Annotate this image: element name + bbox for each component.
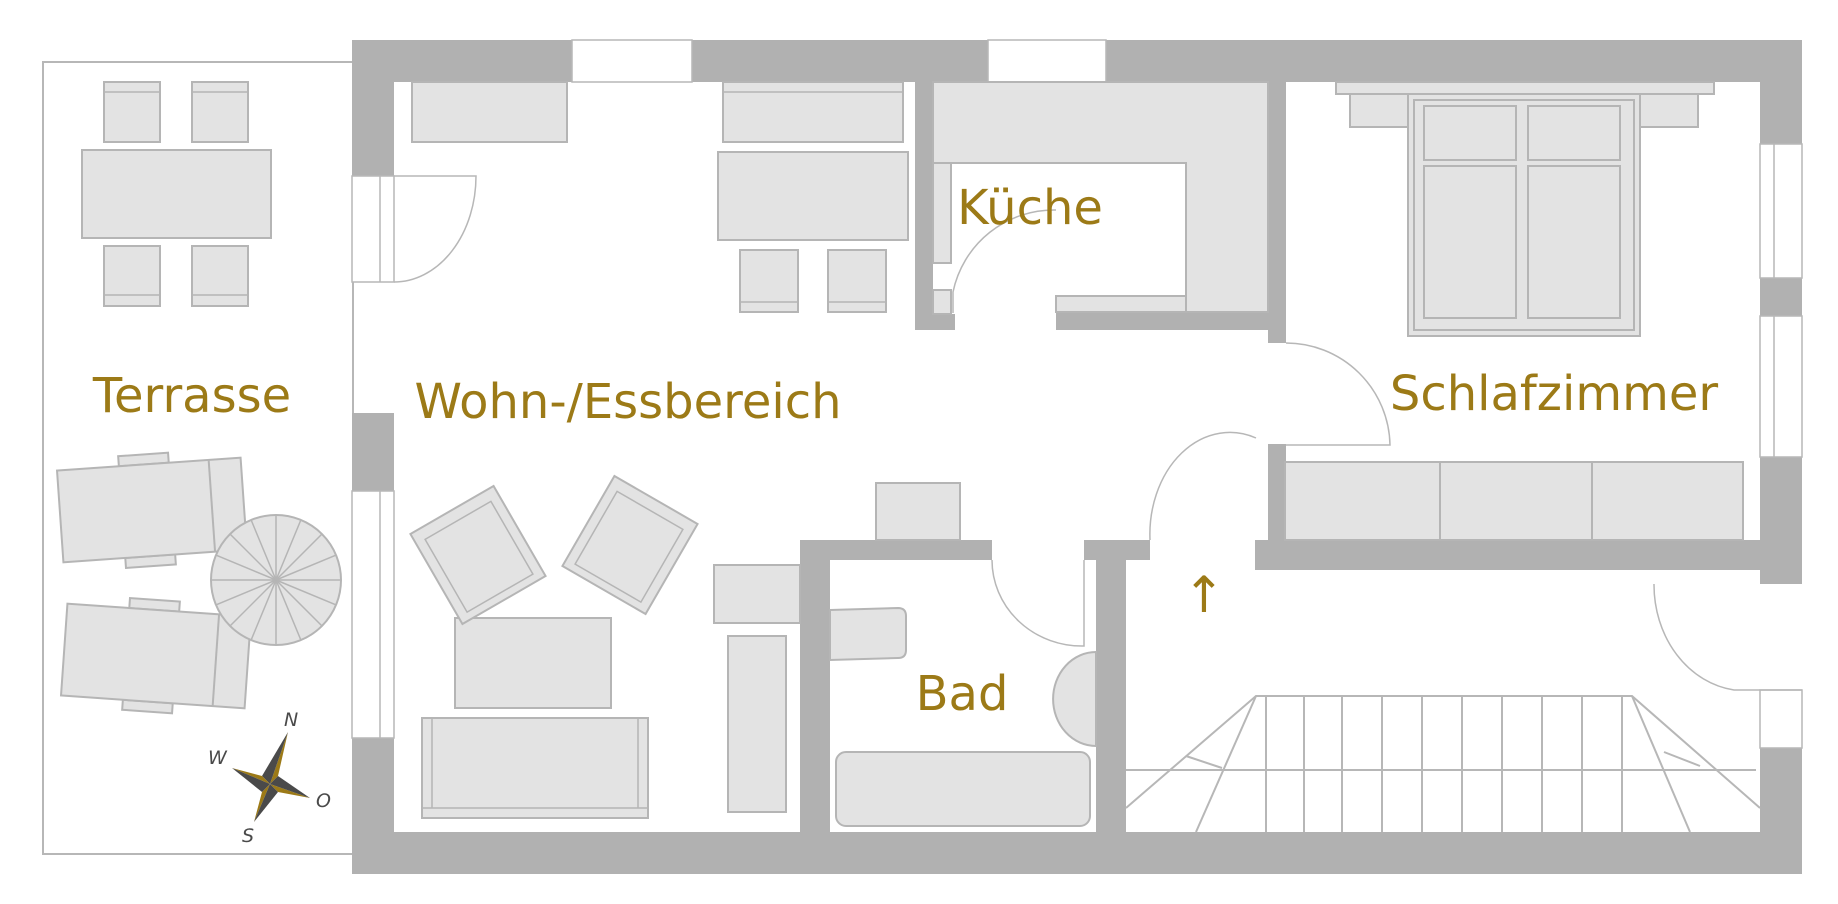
spiral-step-line (275, 533, 323, 581)
bathroom-hall-door-swing (1149, 431, 1257, 541)
bathroom-door-swing (991, 559, 1085, 647)
armchair-right (561, 474, 699, 616)
compass-label-east: O (316, 790, 331, 812)
spiral-step-line (215, 554, 277, 581)
outer-walls (352, 40, 1802, 874)
compass-needle-north-shade (262, 732, 288, 784)
room-label-wohn-essbereich: Wohn-/Essbereich (414, 374, 841, 430)
room-label-kueche: Küche (957, 180, 1103, 236)
spiral-step-line (229, 579, 277, 627)
wardrobe-dividers (1439, 462, 1593, 540)
room-label-bad: Bad (916, 666, 1009, 722)
terrace-table-set (81, 81, 272, 307)
stair-door-swing (1653, 583, 1802, 691)
windows (351, 39, 1803, 749)
compass-label-west: W (208, 747, 228, 769)
sun-lounger-bottom (59, 596, 253, 715)
kitchen-door-swing (952, 209, 1057, 313)
interior-walls (800, 82, 1802, 832)
spiral-step-line (275, 519, 302, 581)
sun-lounger-top (55, 451, 249, 570)
spiral-step-line (275, 579, 323, 627)
spiral-step-line (275, 554, 337, 581)
compass-rose: N O S W (208, 709, 331, 847)
spiral-staircase (210, 514, 342, 646)
bathroom-fixtures (829, 482, 1097, 827)
spiral-step-line (275, 579, 302, 641)
window-inner-lines (379, 144, 1775, 738)
armchair-left (409, 484, 547, 626)
compass-needle-east-shade (270, 776, 310, 798)
bed-details (1413, 99, 1635, 331)
stair-steps (1265, 696, 1623, 832)
room-label-terrasse: Terrasse (92, 368, 291, 424)
stairs-up-arrow: ↑ (1183, 566, 1225, 624)
compass-needle-south-shade (254, 784, 278, 822)
compass-label-north: N (284, 709, 298, 731)
dining-chair-lines (422, 91, 903, 809)
living-furniture (411, 81, 909, 819)
compass-label-south: S (242, 825, 254, 847)
bedroom-door-swing (1285, 342, 1391, 446)
compass-needle-west-shade (232, 768, 270, 792)
staircase (1125, 695, 1761, 833)
spiral-step-line (275, 579, 337, 606)
room-label-schlafzimmer: Schlafzimmer (1390, 366, 1719, 422)
terrace-chair-lines (104, 91, 248, 296)
spiral-step-line (250, 579, 277, 641)
kitchen-counters (932, 81, 1269, 315)
spiral-step-line (215, 579, 277, 606)
spiral-step-line (229, 533, 277, 581)
living-door-swing (393, 175, 477, 283)
spiral-step-line (250, 519, 277, 581)
